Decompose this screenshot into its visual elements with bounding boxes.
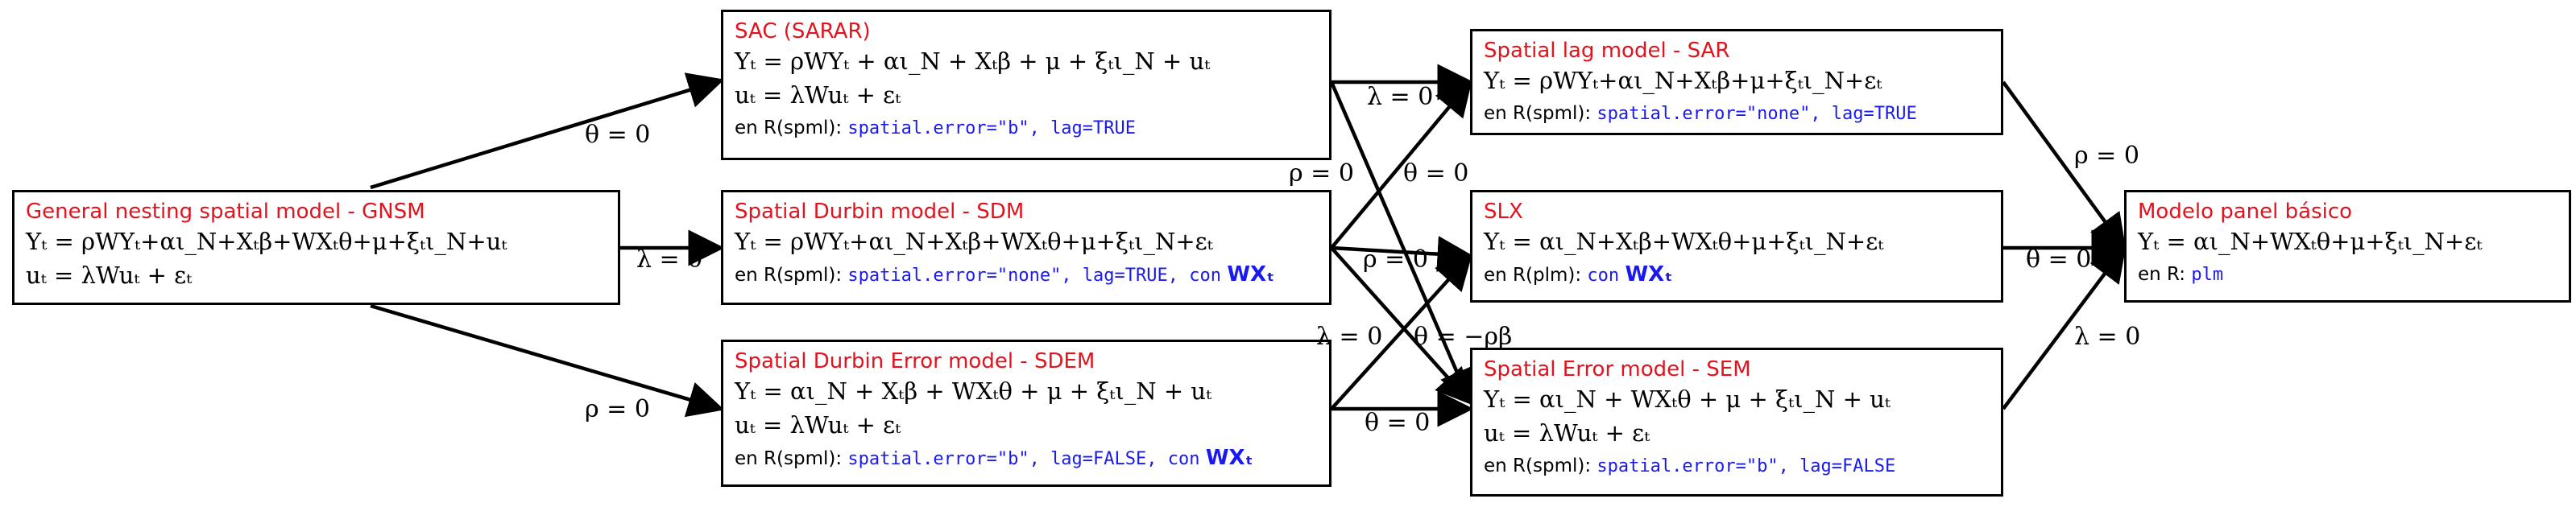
label-sac-sem: ρ = 0: [1289, 159, 1354, 188]
panel-title: Modelo panel básico: [2138, 200, 2353, 224]
label-sdm-sem: θ = −ρβ: [1414, 323, 1513, 351]
sac-equation-1: Yₜ = ρWYₜ + αι_N + Xₜβ + μ + ξₜι_N + uₜ: [735, 47, 1211, 75]
sar-r-args: spatial.error="none", lag=TRUE: [1597, 104, 1917, 124]
sem-r-code: en R(spml): spatial.error="b", lag=FALSE: [1484, 451, 1990, 481]
sdm-r-wx: WXₜ: [1227, 262, 1275, 286]
sem-equation-2: uₜ = λWuₜ + εₜ: [1484, 419, 1650, 447]
label-sac-sar: λ = 0: [1367, 83, 1434, 111]
sdem-box: Spatial Durbin Error model - SDEM Yₜ = α…: [721, 340, 1331, 487]
label-sar-panel: ρ = 0: [2074, 142, 2139, 170]
sdem-equation-2: uₜ = λWuₜ + εₜ: [735, 411, 901, 439]
sac-equation-2: uₜ = λWuₜ + εₜ: [735, 81, 901, 109]
slx-r-args: con: [1587, 266, 1620, 286]
slx-title: SLX: [1484, 200, 1523, 224]
sac-box: SAC (SARAR) Yₜ = ρWYₜ + αι_N + Xₜβ + μ +…: [721, 10, 1331, 160]
sdem-r-args: spatial.error="b", lag=FALSE, con: [847, 449, 1200, 469]
panel-box: Modelo panel básico Yₜ = αι_N+WXₜθ+μ+ξₜι…: [2124, 190, 2571, 303]
slx-box: SLX Yₜ = αι_N+Xₜβ+WXₜθ+μ+ξₜι_N+εₜ en R(p…: [1470, 190, 2003, 303]
sar-r-code: en R(spml): spatial.error="none", lag=TR…: [1484, 99, 1990, 129]
sdem-r-code: en R(spml): spatial.error="b", lag=FALSE…: [735, 443, 1318, 474]
slx-equation-1: Yₜ = αι_N+Xₜβ+WXₜθ+μ+ξₜι_N+εₜ: [1484, 228, 1884, 255]
slx-r-code: en R(plm): con WXₜ: [1484, 260, 1990, 291]
label-gnsm-sac: θ = 0: [585, 121, 651, 149]
panel-r-code: en R: plm: [2138, 260, 2557, 290]
sdm-r-prefix: en R(spml):: [735, 265, 843, 286]
sac-title: SAC (SARAR): [735, 19, 871, 43]
sar-box: Spatial lag model - SAR Yₜ = ρWYₜ+αι_N+X…: [1470, 29, 2003, 135]
sdm-box: Spatial Durbin model - SDM Yₜ = ρWYₜ+αι_…: [721, 190, 1331, 305]
edge-sdm-sem: [1330, 246, 1473, 406]
sem-title: Spatial Error model - SEM: [1484, 357, 1751, 381]
sdem-equation-1: Yₜ = αι_N + Xₜβ + WXₜθ + μ + ξₜι_N + uₜ: [735, 377, 1212, 405]
sem-box: Spatial Error model - SEM Yₜ = αι_N + WX…: [1470, 348, 2003, 497]
slx-r-prefix: en R(plm):: [1484, 265, 1582, 286]
slx-r-wx: WXₜ: [1625, 262, 1673, 286]
gnsm-equation-1: Yₜ = ρWYₜ+αι_N+Xₜβ+WXₜθ+μ+ξₜι_N+uₜ: [26, 228, 507, 255]
edge-sdem-slx: [1330, 253, 1473, 410]
sdem-title: Spatial Durbin Error model - SDEM: [735, 349, 1095, 373]
sdm-r-args: spatial.error="none", lag=TRUE, con: [847, 266, 1221, 286]
sem-equation-1: Yₜ = αι_N + WXₜθ + μ + ξₜι_N + uₜ: [1484, 385, 1891, 413]
edge-sar-panel: [2002, 80, 2127, 251]
sac-r-code: en R(spml): spatial.error="b", lag=TRUE: [735, 113, 1318, 143]
panel-r-args: plm: [2191, 265, 2224, 285]
label-gnsm-sdm: λ = 0: [636, 245, 703, 274]
sdm-equation-1: Yₜ = ρWYₜ+αι_N+Xₜβ+WXₜθ+μ+ξₜι_N+εₜ: [735, 228, 1213, 255]
gnsm-equation-2: uₜ = λWuₜ + εₜ: [26, 262, 193, 289]
edge-gnsm-sac: [370, 72, 725, 190]
sdm-r-code: en R(spml): spatial.error="none", lag=TR…: [735, 260, 1318, 291]
sdem-r-wx: WXₜ: [1205, 446, 1253, 470]
label-sdem-sem: θ = 0: [1365, 409, 1431, 437]
sar-equation-1: Yₜ = ρWYₜ+αι_N+Xₜβ+μ+ξₜι_N+εₜ: [1484, 67, 1882, 94]
gnsm-title: General nesting spatial model - GNSM: [26, 200, 425, 224]
sdm-title: Spatial Durbin model - SDM: [735, 200, 1025, 224]
label-slx-panel: θ = 0: [2026, 245, 2092, 274]
gnsm-box: General nesting spatial model - GNSM Yₜ …: [12, 190, 620, 305]
edge-sem-panel: [2002, 245, 2127, 410]
panel-r-prefix: en R:: [2138, 264, 2186, 285]
sem-r-args: spatial.error="b", lag=FALSE: [1597, 456, 1896, 476]
label-gnsm-sdem: ρ = 0: [585, 395, 650, 423]
panel-equation-1: Yₜ = αι_N+WXₜθ+μ+ξₜι_N+εₜ: [2138, 228, 2483, 255]
sac-r-prefix: en R(spml):: [735, 117, 843, 138]
edge-sac-sem: [1329, 81, 1474, 406]
sem-r-prefix: en R(spml):: [1484, 455, 1592, 476]
sac-r-args: spatial.error="b", lag=TRUE: [847, 118, 1137, 138]
label-sem-panel: λ = 0: [2074, 323, 2141, 351]
label-sdm-sar: θ = 0: [1403, 159, 1469, 188]
sdem-r-prefix: en R(spml):: [735, 448, 843, 469]
label-sdem-slx: λ = 0: [1316, 323, 1383, 351]
edge-sdm-sar: [1330, 79, 1472, 249]
edge-gnsm-sdem: [370, 303, 725, 418]
label-sdm-slx: ρ = 0: [1363, 245, 1428, 274]
sar-r-prefix: en R(spml):: [1484, 103, 1592, 124]
sar-title: Spatial lag model - SAR: [1484, 39, 1730, 63]
